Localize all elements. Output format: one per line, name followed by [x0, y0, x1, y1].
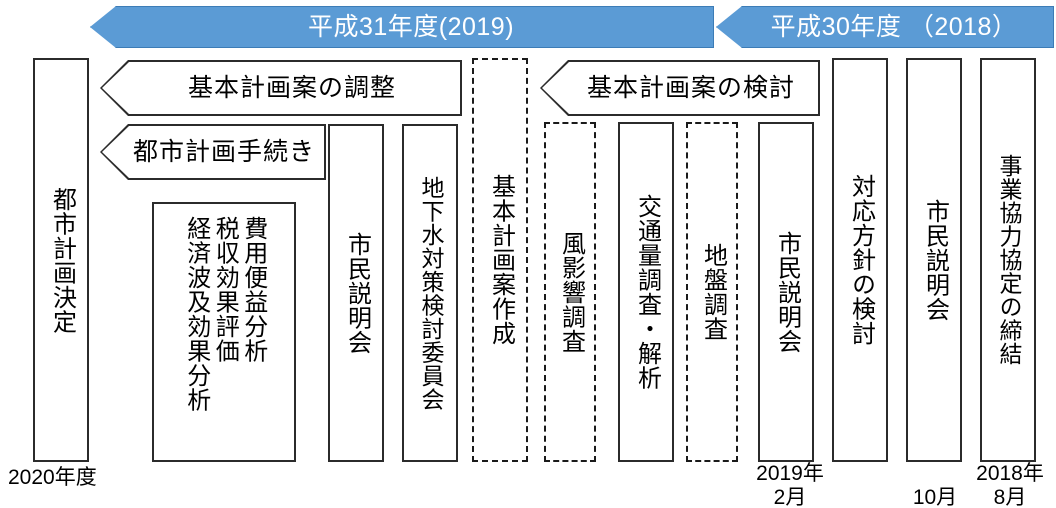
fiscal-year-banner-2018-label: 平成30年度 （2018） [770, 12, 1018, 41]
box-shimin-setsumeikai-1: 市民説明会 [328, 124, 384, 462]
chevron-fill [102, 126, 324, 178]
chevron-fill [542, 62, 818, 114]
date-label-2018-08: 2018年 8月 [976, 462, 1044, 508]
box-chikasui-taisaku-iinkai: 地下水対策検討委員会 [402, 124, 458, 462]
fiscal-year-banner-2019-label: 平成31年度(2019) [307, 12, 515, 41]
box-keizai-bunseki-columns: 費用便益分析 税収効果評価 経済波及効果分析 [154, 204, 294, 460]
date-label-2019-02: 2019年 2月 [756, 462, 824, 508]
box-taio-hoshin-kento: 対応方針の検討 [832, 58, 888, 462]
box-keizai-hakyu-koka-bunseki-label: 経済波及効果分析 [182, 216, 210, 412]
fiscal-year-banner-2019: 平成31年度(2019) [90, 6, 714, 48]
box-kihon-keikakuan-sakusei-label: 基本計画案作成 [487, 174, 515, 346]
phase-chevron-kihon-keikakuan-kento: 基本計画案の検討 [540, 60, 820, 116]
box-kotsuryo-chosa-kaiseki-label: 交通量調査・解析 [633, 194, 661, 390]
box-taio-hoshin-kento-label: 対応方針の検討 [847, 174, 875, 346]
phase-chevron-toshi-keikaku-tetsuzuki-label: 都市計画手続き [132, 137, 315, 166]
box-shimin-setsumeikai-3: 市民説明会 [906, 58, 962, 462]
box-hiyo-beneki-bunseki-label: 費用便益分析 [239, 216, 267, 363]
box-toshi-keikaku-kettei-label: 都市計画決定 [48, 186, 76, 334]
box-jiban-chosa: 地盤調査 [686, 122, 738, 462]
box-chikasui-taisaku-iinkai-label: 地下水対策検討委員会 [417, 175, 444, 411]
date-label-2020: 2020年度 [8, 466, 97, 489]
box-jigyo-kyoryoku-kyotei-label: 事業協力協定の締結 [995, 154, 1022, 366]
fiscal-year-banner-2018: 平成30年度 （2018） [716, 6, 1054, 48]
box-zeishu-koka-hyoka-label: 税収効果評価 [211, 216, 239, 363]
box-kotsuryo-chosa-kaiseki: 交通量調査・解析 [618, 122, 674, 462]
box-shimin-setsumeikai-1-label: 市民説明会 [343, 231, 371, 355]
box-kaze-eikyo-chosa: 風影響調査 [544, 122, 596, 462]
chevron-fill [102, 62, 460, 114]
box-jigyo-kyoryoku-kyotei: 事業協力協定の締結 [980, 58, 1036, 462]
phase-chevron-kihon-keikakuan-chosei: 基本計画案の調整 [100, 60, 462, 116]
box-kihon-keikakuan-sakusei: 基本計画案作成 [472, 58, 528, 462]
box-shimin-setsumeikai-2: 市民説明会 [758, 122, 814, 462]
phase-chevron-kihon-keikakuan-kento-label: 基本計画案の検討 [586, 73, 795, 102]
box-kaze-eikyo-chosa-label: 風影響調査 [557, 230, 585, 354]
box-shimin-setsumeikai-3-label: 市民説明会 [921, 198, 949, 322]
box-toshi-keikaku-kettei: 都市計画決定 [33, 58, 89, 462]
phase-chevron-kihon-keikakuan-chosei-label: 基本計画案の調整 [187, 73, 396, 102]
box-shimin-setsumeikai-2-label: 市民説明会 [773, 230, 801, 354]
phase-chevron-toshi-keikaku-tetsuzuki: 都市計画手続き [100, 124, 326, 180]
date-label-2018-10: 10月 [912, 486, 958, 508]
box-keizai-bunseki-group: 費用便益分析 税収効果評価 経済波及効果分析 [152, 202, 296, 462]
box-jiban-chosa-label: 地盤調査 [699, 243, 727, 341]
